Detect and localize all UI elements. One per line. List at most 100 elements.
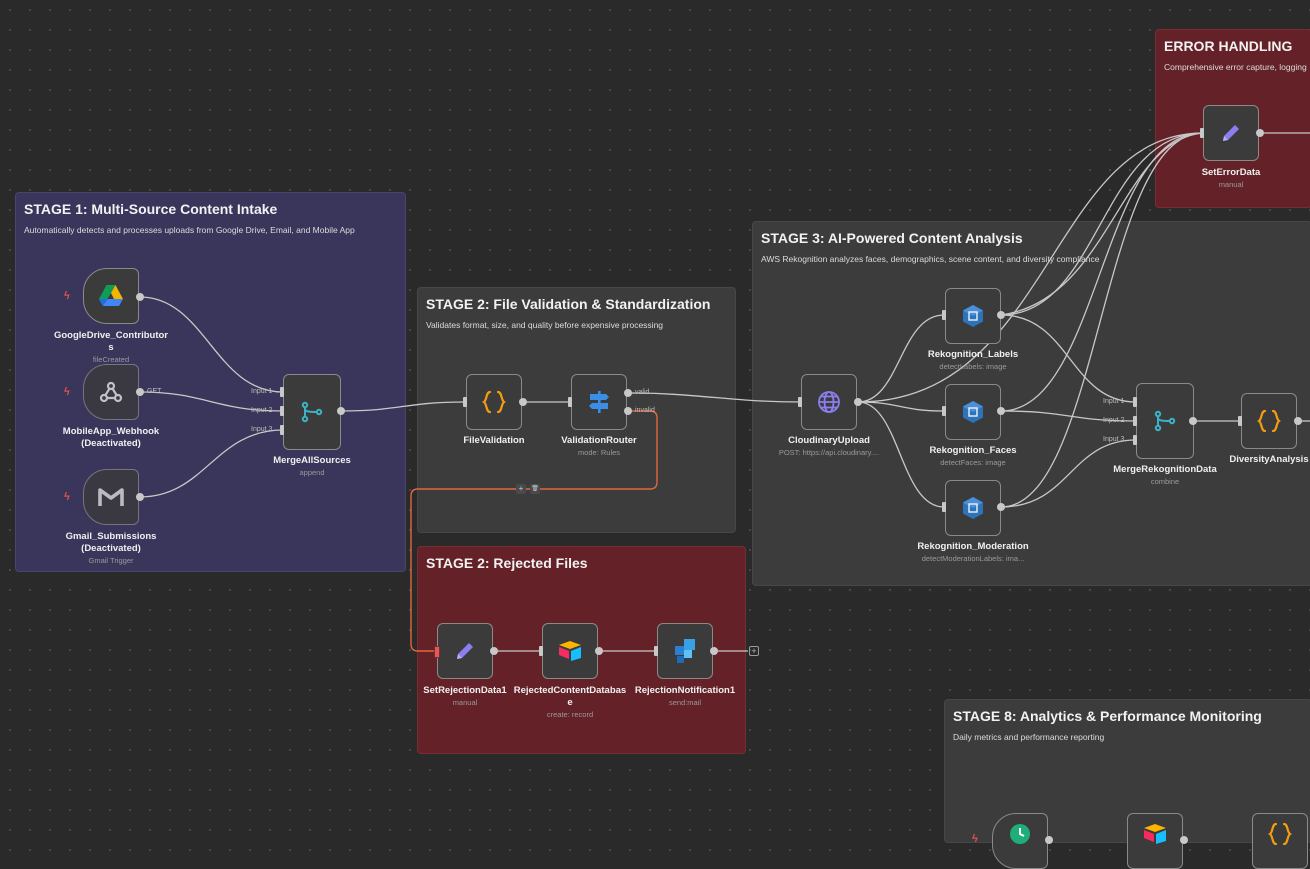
output-port[interactable] — [997, 311, 1005, 319]
output-port[interactable] — [1180, 836, 1188, 844]
node-subtitle: create: record — [546, 710, 594, 719]
node-subtitle: mode: Rules — [577, 448, 621, 457]
input-port[interactable] — [280, 406, 284, 416]
edge-router-cloudinary — [627, 392, 802, 403]
node-filevalidation[interactable] — [466, 374, 522, 430]
edge-cloudinary-error — [857, 132, 1204, 403]
node-label: MobileApp_Webhook (Deactivated) — [41, 426, 181, 450]
input-port[interactable] — [539, 646, 543, 656]
port-label: valid — [635, 389, 650, 396]
sticky-stage3[interactable]: STAGE 3: AI-Powered Content Analysis AWS… — [752, 221, 1310, 586]
input-port[interactable] — [568, 397, 572, 407]
output-port[interactable] — [595, 647, 603, 655]
code-braces-icon — [1267, 822, 1293, 846]
node-validationrouter[interactable] — [571, 374, 627, 430]
input-port[interactable] — [1133, 435, 1137, 445]
input-port[interactable] — [1200, 128, 1204, 138]
airtable-icon — [1142, 822, 1168, 846]
output-port[interactable] — [1256, 129, 1264, 137]
node-mergeallsources[interactable] — [283, 374, 341, 450]
node-gmail[interactable] — [83, 469, 139, 525]
input-port[interactable] — [942, 310, 946, 320]
sticky-title: STAGE 1: Multi-Source Content Intake — [24, 201, 278, 217]
sticky-description: Comprehensive error capture, logging — [1164, 62, 1307, 72]
node-name: ValidationRouter — [561, 435, 637, 446]
node-stage8-code[interactable] — [1252, 813, 1308, 869]
trigger-bolt-icon: ϟ — [64, 290, 70, 302]
edge-merge-filevalidation — [340, 401, 466, 412]
sticky-description: Daily metrics and performance reporting — [953, 732, 1105, 742]
output-port[interactable] — [1189, 417, 1197, 425]
output-port-invalid[interactable] — [624, 407, 632, 415]
node-subtitle: send:mail — [668, 698, 702, 707]
edge-rek-error-2 — [1000, 132, 1204, 316]
node-name: CloudinaryUpload — [788, 435, 870, 446]
sticky-title: ERROR HANDLING — [1164, 38, 1293, 54]
node-cloudinaryupload[interactable] — [801, 374, 857, 430]
node-name: SetErrorData — [1201, 167, 1261, 178]
merge-icon — [1153, 409, 1177, 433]
input-port[interactable] — [463, 397, 467, 407]
output-port[interactable] — [337, 407, 345, 415]
input-port[interactable] — [1133, 397, 1137, 407]
node-name: MobileApp_Webhook (Deactivated) — [62, 426, 160, 449]
node-stage8-airtable[interactable] — [1127, 813, 1183, 869]
node-rekognition-labels[interactable] — [945, 288, 1001, 344]
node-mobileapp-webhook[interactable] — [83, 364, 139, 420]
node-rejectedcontentdatabase[interactable] — [542, 623, 598, 679]
output-port[interactable] — [854, 398, 862, 406]
node-label: ValidationRouter mode: Rules — [529, 435, 669, 458]
node-stage8-schedule[interactable] — [992, 813, 1048, 869]
input-port[interactable] — [434, 646, 440, 658]
output-port[interactable] — [710, 647, 718, 655]
node-seterrordata[interactable] — [1203, 105, 1259, 161]
code-braces-icon — [1256, 409, 1282, 433]
node-rejectionnotification[interactable] — [657, 623, 713, 679]
input-port[interactable] — [280, 387, 284, 397]
input-port[interactable] — [798, 397, 802, 407]
input-port[interactable] — [1133, 416, 1137, 426]
node-subtitle: append — [299, 468, 325, 477]
node-setrejectiondata[interactable] — [437, 623, 493, 679]
pencil-icon — [1219, 121, 1243, 145]
edge-labels-error — [1000, 132, 1204, 316]
input-port[interactable] — [654, 646, 658, 656]
edge-delete-button[interactable]: 🗑 — [530, 484, 540, 494]
node-subtitle: POST: https://api.cloudinary.... — [778, 448, 880, 457]
sticky-title: STAGE 8: Analytics & Performance Monitor… — [953, 708, 1262, 724]
trigger-bolt-icon: ϟ — [64, 386, 70, 398]
node-googledrive[interactable] — [83, 268, 139, 324]
output-port[interactable] — [1045, 836, 1053, 844]
node-mergerekognitiondata[interactable] — [1136, 383, 1194, 459]
add-node-button[interactable]: + — [749, 646, 759, 656]
edge-moderation-error — [1000, 132, 1204, 508]
node-rekognition-faces[interactable] — [945, 384, 1001, 440]
output-port[interactable] — [490, 647, 498, 655]
node-label: Rekognition_Labels detectLabels: image — [903, 349, 1043, 372]
output-port[interactable] — [136, 388, 144, 396]
input-port[interactable] — [1238, 416, 1242, 426]
output-port[interactable] — [136, 293, 144, 301]
output-port[interactable] — [997, 503, 1005, 511]
input-label: Input 1 — [251, 388, 273, 395]
edge-tools: + 🗑 — [516, 484, 540, 494]
output-port[interactable] — [519, 398, 527, 406]
port-label: invalid — [635, 407, 655, 414]
input-port[interactable] — [942, 406, 946, 416]
edge-add-button[interactable]: + — [516, 484, 526, 494]
output-port-valid[interactable] — [624, 389, 632, 397]
node-rekognition-moderation[interactable] — [945, 480, 1001, 536]
output-port[interactable] — [997, 407, 1005, 415]
pencil-icon — [453, 639, 477, 663]
router-icon — [586, 389, 612, 415]
output-port[interactable] — [136, 493, 144, 501]
output-port[interactable] — [1294, 417, 1302, 425]
input-port[interactable] — [280, 425, 284, 435]
node-diversityanalysis[interactable] — [1241, 393, 1297, 449]
node-name: Rekognition_Moderation — [917, 541, 1029, 552]
node-label: CloudinaryUpload POST: https://api.cloud… — [759, 435, 899, 458]
node-label: SetRejectionData1 manual — [395, 685, 535, 708]
node-label: RejectedContentDatabas e create: record — [500, 685, 640, 720]
node-label: Rekognition_Moderation detectModerationL… — [903, 541, 1043, 564]
input-port[interactable] — [942, 502, 946, 512]
